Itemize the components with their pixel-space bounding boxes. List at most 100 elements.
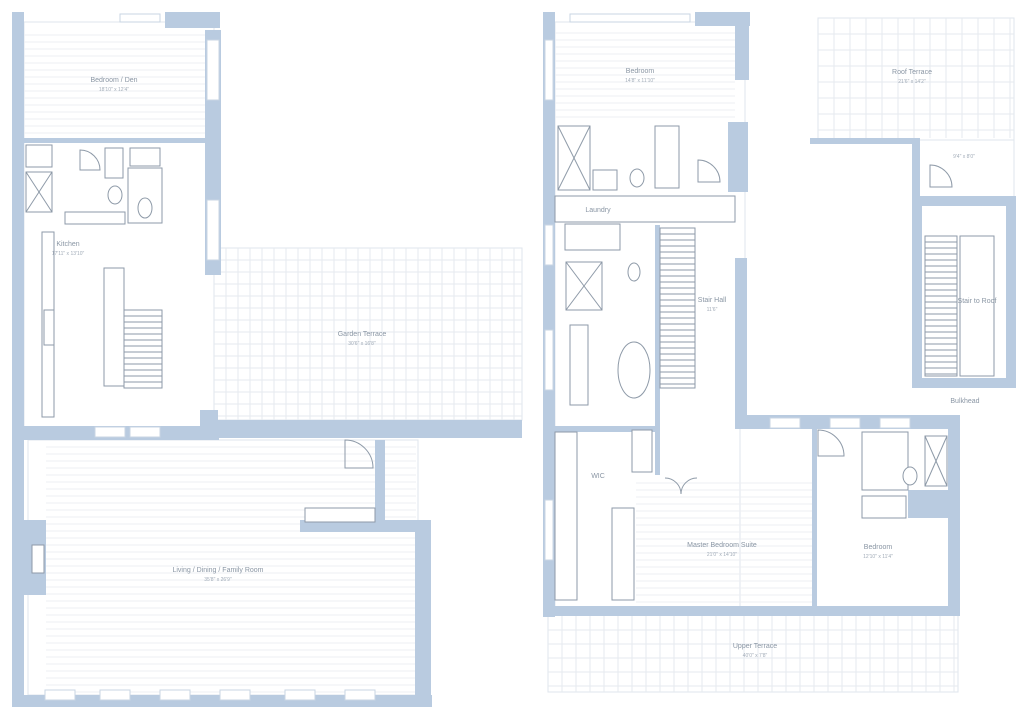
room-dims-kitchen: 17'11" x 13'10" — [52, 251, 85, 257]
window — [206, 199, 220, 261]
bedroom-planks — [24, 34, 206, 134]
room-dims-roof-terrace: 21'6" x 14'2" — [898, 79, 926, 85]
stair-treads — [925, 241, 957, 375]
window — [284, 689, 316, 701]
window — [544, 39, 554, 101]
window — [129, 426, 161, 438]
stair-to-roof-box — [959, 235, 995, 377]
bath-south-wall — [555, 426, 655, 432]
vanity-icon — [104, 147, 124, 179]
room-label-master-suite: Master Bedroom Suite — [687, 542, 757, 549]
window — [119, 13, 161, 23]
roof-south-wall — [810, 138, 920, 144]
closet-shelves — [631, 429, 653, 473]
bar-cabinet — [304, 507, 376, 523]
washer-dryer-icon — [564, 223, 621, 251]
double-vanity — [569, 324, 589, 406]
room-label-kitchen: Kitchen — [56, 241, 79, 248]
upper-terrace-floor — [547, 611, 959, 693]
stair-lower — [123, 309, 163, 389]
upper-east-wall — [728, 122, 748, 192]
upper-east-wall-top — [735, 25, 749, 80]
bedroom-partition — [812, 428, 817, 608]
range-icon — [43, 309, 55, 346]
door-swing-icon — [697, 159, 721, 183]
window — [769, 417, 801, 429]
room-dims-bedroom-upper: 14'8" x 11'10" — [625, 78, 655, 84]
room-dims-roof-landing: 9'4" x 8'0" — [953, 154, 975, 160]
bulkhead-west-wall — [912, 200, 922, 388]
bedroom-south-wall — [24, 138, 214, 143]
bulkhead-east-wall — [1006, 200, 1016, 388]
window — [94, 426, 126, 438]
room-dims-upper-terrace: 40'0" x 7'8" — [743, 653, 768, 659]
room-dims-living: 35'8" x 26'9" — [204, 577, 232, 583]
window — [219, 689, 251, 701]
stair-treads — [124, 315, 162, 383]
roof-terrace-tiles — [818, 18, 1014, 138]
room-label-bedroom-den: Bedroom / Den — [90, 77, 137, 84]
window — [829, 417, 861, 429]
window — [344, 689, 376, 701]
closet-shelves — [654, 125, 680, 189]
window — [544, 329, 554, 391]
double-door-icon — [664, 477, 698, 495]
window — [544, 224, 554, 266]
upper-south-wall — [543, 606, 960, 616]
window — [44, 689, 76, 701]
laundry-room — [554, 195, 736, 223]
stair-upper — [659, 227, 696, 389]
living-east-wall — [415, 520, 431, 705]
hearth — [31, 544, 45, 574]
window — [544, 499, 554, 561]
stair-treads — [660, 233, 695, 385]
room-dims-bedroom-den: 18'10" x 12'4" — [99, 87, 129, 93]
upper-north-wall — [695, 12, 750, 26]
north-wall-segment — [165, 12, 220, 28]
door-swing-icon — [817, 429, 845, 457]
room-label-bedroom-east: Bedroom — [864, 544, 893, 551]
toilet-icon — [137, 197, 153, 219]
toilet-icon — [107, 185, 123, 205]
sink-icon — [592, 169, 618, 191]
roof-terrace-floor — [817, 17, 1015, 141]
toilet-icon — [902, 466, 918, 486]
upper-west-wall — [543, 12, 555, 617]
door-swing-icon — [929, 164, 953, 188]
master-planks — [636, 482, 812, 603]
door-swing-icon — [344, 439, 374, 469]
room-label-upper-terrace: Upper Terrace — [733, 643, 777, 650]
kitchen-island — [103, 267, 125, 387]
windows — [544, 13, 911, 561]
bathtub-icon — [617, 341, 651, 399]
toilet-icon — [629, 168, 645, 188]
window — [159, 689, 191, 701]
bedroom-planks — [555, 32, 735, 118]
garden-terrace-tiles — [214, 248, 522, 420]
double-sink-icon — [129, 147, 161, 167]
west-wall — [12, 12, 24, 702]
bathroom — [861, 431, 909, 491]
door-swing-icon — [79, 149, 101, 171]
room-label-roof-terrace: Roof Terrace — [892, 69, 932, 76]
window — [879, 417, 911, 429]
room-label-bedroom-upper: Bedroom — [626, 68, 655, 75]
bath-east-block — [908, 490, 948, 518]
window — [569, 13, 691, 23]
windows — [44, 13, 376, 701]
room-label-stair-hall: Stair Hall — [698, 297, 727, 304]
living-east-wall-upper — [375, 440, 385, 520]
room-label-laundry: Laundry — [585, 207, 611, 214]
bulkhead-north-wall — [912, 196, 1016, 206]
room-dims-bedroom-east: 12'10" x 11'4" — [863, 554, 893, 560]
bulkhead-wall — [912, 140, 920, 200]
sink-icon — [861, 495, 907, 519]
stair-west-wall — [655, 225, 660, 475]
room-label-garden-terrace: Garden Terrace — [338, 331, 387, 338]
room-label-stair-to-roof: Stair to Roof — [958, 298, 997, 305]
toilet-icon — [627, 262, 641, 282]
terrace-south-wall — [214, 420, 522, 438]
wic-shelves — [611, 507, 635, 601]
room-dims-master-suite: 21'0" x 14'10" — [707, 552, 737, 558]
